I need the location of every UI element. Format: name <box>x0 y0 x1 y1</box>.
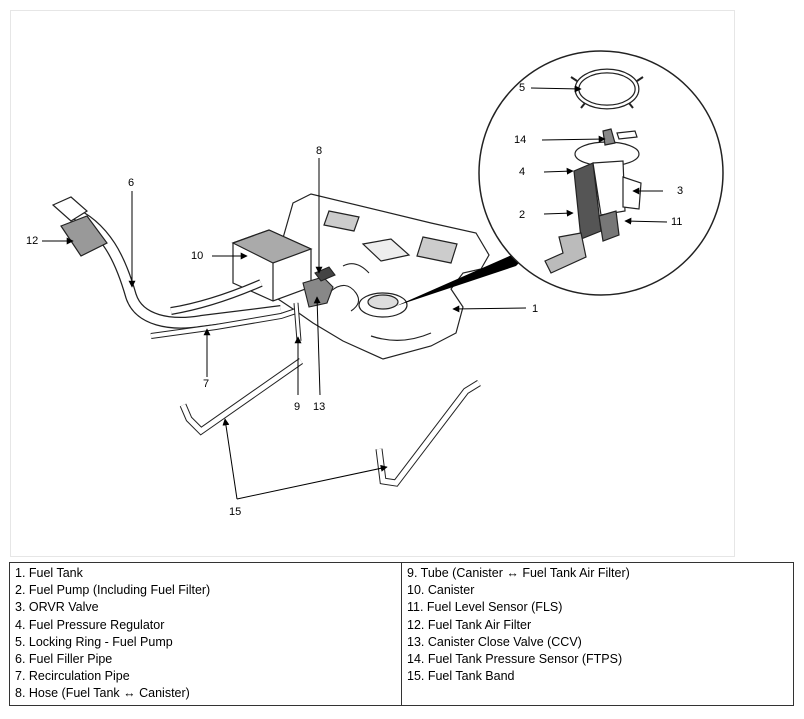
callout-10: 10 <box>191 250 204 262</box>
legend-item: 4. Fuel Pressure Regulator <box>15 617 165 632</box>
magnifier-wedge <box>396 243 539 306</box>
callout-9: 9 <box>294 401 301 413</box>
callout-2: 2 <box>519 209 526 221</box>
callout-4: 4 <box>519 166 526 178</box>
callout-15: 15 <box>229 506 242 518</box>
legend-item: 10. Canister <box>407 583 475 598</box>
legend-item: 12. Fuel Tank Air Filter <box>407 617 532 632</box>
callout-6: 6 <box>128 177 135 189</box>
diagram-drawing <box>42 50 724 500</box>
fuel-system-diagram: 1 2 3 4 5 6 7 8 9 10 11 12 13 14 15 <box>10 10 735 557</box>
legend-item: 9. Tube (Canister ↔ Fuel Tank Air Filter… <box>407 566 630 580</box>
callout-7: 7 <box>203 378 210 390</box>
fuel-tank-shape <box>268 193 490 360</box>
legend-item: 14. Fuel Tank Pressure Sensor (FTPS) <box>407 652 623 667</box>
recirculation-pipe-shape <box>150 279 297 339</box>
legend-column-right: 9. Tube (Canister ↔ Fuel Tank Air Filter… <box>401 563 793 705</box>
legend-item: 1. Fuel Tank <box>15 566 83 580</box>
legend-item: 7. Recirculation Pipe <box>15 669 130 684</box>
legend-item: 5. Locking Ring - Fuel Pump <box>15 634 173 649</box>
pump-opening-shape <box>358 292 408 318</box>
fuel-pump-module-shape <box>544 128 642 274</box>
legend-item: 15. Fuel Tank Band <box>407 669 515 684</box>
valve-cluster-shape <box>302 263 370 312</box>
legend-item: 6. Fuel Filler Pipe <box>15 652 113 667</box>
callout-11: 11 <box>671 216 683 228</box>
callout-12: 12 <box>26 235 39 247</box>
callout-14: 14 <box>514 134 527 146</box>
callout-13: 13 <box>313 401 326 413</box>
legend-item: 13. Canister Close Valve (CCV) <box>407 634 582 649</box>
air-filter-shape <box>51 196 108 257</box>
parts-legend-table: 1. Fuel Tank 2. Fuel Pump (Including Fue… <box>9 562 794 706</box>
leader-lines <box>42 85 668 500</box>
legend-item: 2. Fuel Pump (Including Fuel Filter) <box>15 583 211 598</box>
legend-item: 11. Fuel Level Sensor (FLS) <box>407 600 563 615</box>
legend-item: 3. ORVR Valve <box>15 600 99 615</box>
tank-band-left-shape <box>179 358 304 436</box>
callout-3: 3 <box>677 185 684 197</box>
tank-band-right-shape <box>375 380 481 487</box>
callout-1: 1 <box>532 303 539 315</box>
callout-5: 5 <box>519 82 526 94</box>
legend-column-left: 1. Fuel Tank 2. Fuel Pump (Including Fue… <box>10 563 401 705</box>
legend-item: 8. Hose (Fuel Tank ↔ Canister) <box>15 686 190 701</box>
callout-8: 8 <box>316 145 323 157</box>
